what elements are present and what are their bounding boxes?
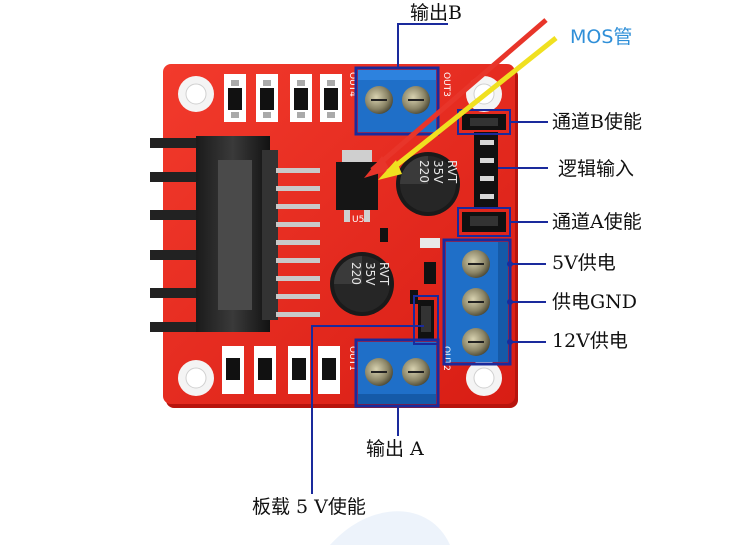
terminal-power: [446, 242, 508, 362]
driver-ic-pins: [276, 168, 320, 317]
arrow-icon: [364, 18, 558, 180]
out3-silk: OUT3: [441, 72, 451, 97]
out2-silk: OUT2: [441, 346, 451, 371]
label-power-12v: 12V供电: [552, 330, 628, 352]
watermark-swoosh: [330, 511, 450, 545]
heatsink-icon: [150, 136, 278, 332]
capacitor-top-text: 220 35V RVT: [417, 160, 459, 187]
label-output-a: 输出 A: [366, 438, 424, 460]
label-power-5v: 5V供电: [552, 252, 616, 274]
out1-silk: OUT1: [347, 346, 357, 371]
label-channel-a-enable: 通道A使能: [552, 211, 642, 233]
label-logic-input: 逻辑输入: [558, 158, 635, 180]
mounting-hole-icon: [178, 76, 502, 396]
capacitor-bottom-text: 220 35V RVT: [349, 262, 391, 289]
diode-row-bottom: [222, 346, 340, 394]
callout-dots: [507, 261, 513, 345]
terminal-output-b: [358, 70, 436, 132]
logic-header-icon: [474, 132, 498, 208]
label-channel-b-enable: 通道B使能: [552, 111, 642, 133]
label-output-b: 输出B: [410, 2, 462, 24]
terminal-output-a: [358, 342, 436, 404]
label-power-gnd: 供电GND: [552, 291, 638, 313]
capacitor-icon: [330, 152, 460, 316]
jumper-icon: [418, 114, 506, 340]
diode-row-top: [224, 74, 342, 122]
out4-silk: OUT4: [347, 72, 357, 97]
label-onboard-5v-enable: 板载 5 V使能: [252, 496, 366, 518]
callout-lines: [311, 23, 548, 494]
u5-silk: U5: [352, 215, 364, 225]
label-mos: MOS管: [570, 26, 633, 48]
